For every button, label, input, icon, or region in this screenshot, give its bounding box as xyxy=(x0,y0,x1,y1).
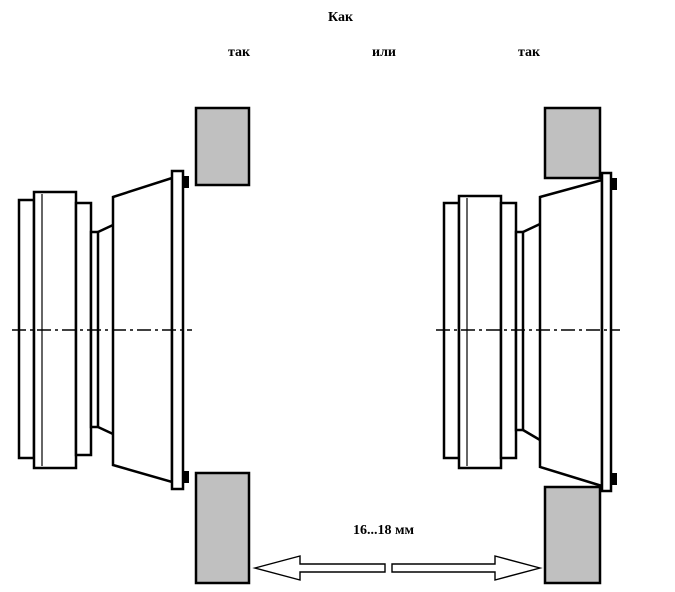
left-wall-top xyxy=(194,106,251,187)
right-assembly xyxy=(442,106,617,585)
left-rim-inner xyxy=(74,201,93,457)
right-cone xyxy=(538,178,604,488)
right-rim-main xyxy=(457,194,503,470)
left-variant-label: так xyxy=(228,45,251,60)
right-wall-top xyxy=(543,106,602,180)
right-wall-bottom xyxy=(543,485,602,585)
left-assembly xyxy=(17,106,251,585)
left-rim-outer xyxy=(17,198,36,460)
dimension-label: 16...18 мм xyxy=(353,523,415,538)
or-label: или xyxy=(372,45,396,60)
right-flange xyxy=(600,171,613,493)
diagram-title: Как xyxy=(328,10,354,25)
dimension-arrow xyxy=(252,555,543,581)
right-hub-neck xyxy=(514,230,525,432)
right-variant-label: так xyxy=(518,45,541,60)
left-wall-bottom xyxy=(194,471,251,585)
